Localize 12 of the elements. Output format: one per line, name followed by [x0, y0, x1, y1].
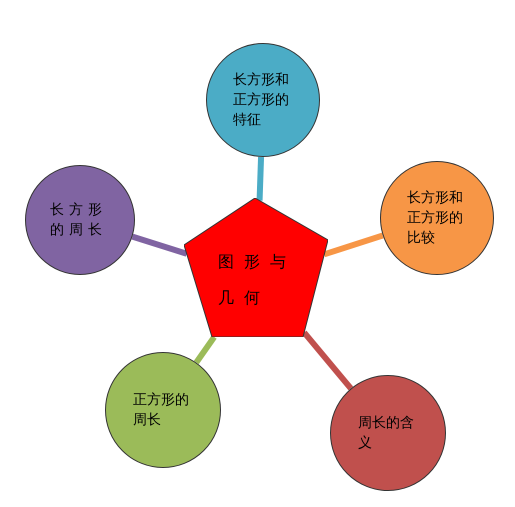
connector-bar — [256, 156, 264, 201]
connector-bar — [194, 335, 217, 364]
topic-text: 正方形的周长 — [133, 391, 190, 430]
connector-bar — [132, 234, 188, 257]
topic-text: 长方形和正方形的特征 — [233, 71, 290, 130]
topic-text: 图形与几何 — [218, 251, 297, 309]
topic-text: 长方形的周长 — [50, 201, 108, 240]
connector-bar — [323, 232, 384, 258]
topic-text: 周长的含义 — [358, 414, 415, 453]
connector-bar — [302, 330, 354, 390]
pentagon-node — [184, 198, 328, 337]
topic-text: 长方形和正方形的比较 — [407, 189, 464, 248]
